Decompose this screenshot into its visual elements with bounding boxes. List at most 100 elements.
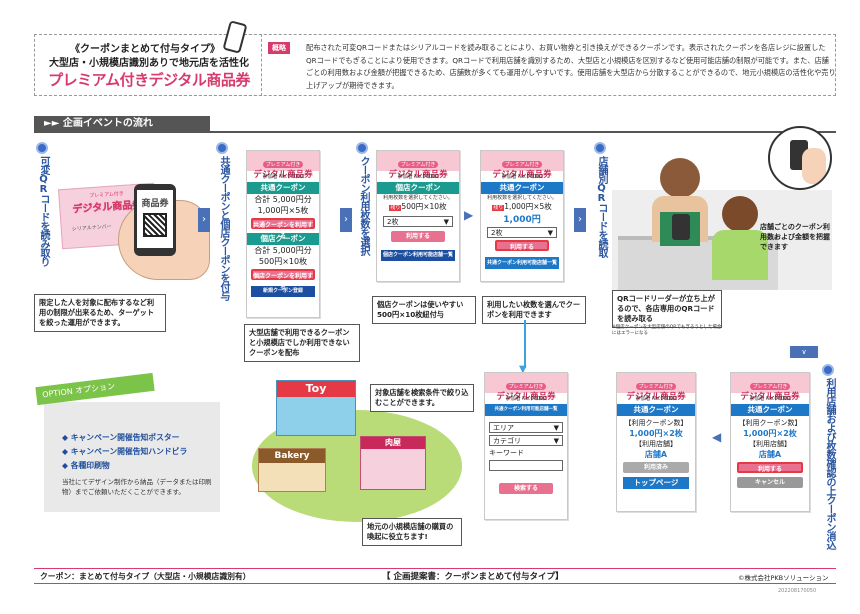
- quantity-value: 2枚: [387, 218, 399, 226]
- summary-text: 配布された可変QRコードまたはシリアルコードを読み取ることにより、お買い物券と引…: [306, 43, 836, 90]
- phone-screen-store-search: プレミアム付き デジタル商品券 参加者 No.00000 共通クーポン利用可能店…: [484, 372, 568, 520]
- note-local-support: 地元の小規模店舗の購買の喚起に役立ちます!: [362, 518, 462, 546]
- top-page-button[interactable]: トップページ: [623, 477, 689, 489]
- coupon-count-label: 【利用クーポン数】: [624, 419, 688, 427]
- shop-name: 店舗A: [644, 450, 668, 459]
- step-dot-5: [822, 364, 834, 376]
- option-item-label: キャンペーン開催告知ポスター: [70, 433, 180, 442]
- option-item-label: 各種印刷物: [70, 461, 110, 470]
- use-button[interactable]: 利用する: [495, 240, 549, 251]
- note-qr-reader: QRコードリーダーが立ち上がるので、各店専用のQRコードを読み取る: [612, 290, 722, 328]
- area-label: エリア: [493, 424, 514, 432]
- remaining-badge: 残り: [492, 205, 505, 211]
- customer-head: [722, 196, 758, 232]
- flow-arrow-5: ∨: [790, 346, 818, 358]
- search-header: 共通クーポン利用可能店舗一覧: [485, 404, 567, 416]
- quantity-select[interactable]: 2枚▼: [487, 227, 557, 238]
- header-subtitle-1: 《クーポンまとめて付与タイプ》: [70, 44, 220, 55]
- card-header: プレミアム付き デジタル商品券: [617, 373, 695, 402]
- flow-arrow-3: ▶: [464, 208, 474, 222]
- card-header: プレミアム付き デジタル商品券: [377, 151, 459, 180]
- footer-bar: [34, 568, 836, 584]
- summary-badge: 概略: [268, 42, 290, 54]
- header-frame: [34, 34, 836, 96]
- title-box: [34, 34, 262, 96]
- card-header: プレミアム付き デジタル商品券: [247, 151, 319, 180]
- new-coupon-register-button[interactable]: 新規クーポン登録: [251, 286, 315, 297]
- option-item: ◆ キャンペーン開催告知ポスター: [62, 433, 180, 442]
- use-button[interactable]: 利用する: [391, 231, 445, 242]
- card-header: プレミアム付き デジタル商品券: [485, 373, 567, 402]
- category-label: カテゴリ: [493, 437, 521, 445]
- step-dot-2: [216, 142, 228, 154]
- step-dot-1: [36, 142, 48, 154]
- toy-shop: Toy: [276, 380, 356, 436]
- category-select[interactable]: カテゴリ ▼: [489, 435, 563, 446]
- chevron-down-icon: ▼: [443, 218, 449, 226]
- phone-screen-local-coupon: プレミアム付き デジタル商品券 参加者 No.00000 個店クーポン 利用枚数…: [376, 150, 460, 282]
- option-note: 当社にてデザイン制作から納品（データまたは印刷物）までご依頼いただくことができま…: [62, 478, 212, 496]
- flow-arrow-2: ›: [340, 208, 352, 232]
- premium-tag: プレミアム付き: [635, 383, 677, 390]
- bakery-sign: Bakery: [259, 449, 325, 463]
- use-button[interactable]: 利用する: [737, 462, 803, 473]
- common-qty: 1,000円×5枚: [257, 206, 309, 215]
- ticket-number: 参加者 No.00000: [749, 396, 791, 402]
- page-title: プレミアム付きデジタル商品券: [48, 71, 250, 89]
- flow-arrow-1: ›: [198, 208, 210, 232]
- phone-screen-common-coupon: プレミアム付き デジタル商品券 参加者 No.00000 共通クーポン 利用枚数…: [480, 150, 564, 282]
- ticket-number: 参加者 No.00000: [397, 174, 439, 180]
- note-store-types: 大型店舗で利用できるクーポンと小規模店でしか利用できないクーポンを配布: [244, 324, 360, 362]
- note-search-filter: 対象店舗を検索条件で絞り込むことができます。: [370, 384, 474, 412]
- premium-tag: プレミアム付き: [397, 161, 439, 168]
- step-label-2: 共通クーポンと個店クーポンを付与: [218, 156, 229, 300]
- chevron-down-icon: ▼: [553, 437, 559, 445]
- shop-name: 店舗A: [758, 450, 782, 459]
- note-qr-error: ※個店クーポンを大型店舗のQRでもぎろうとした場合にはエラーになる: [612, 325, 722, 336]
- coupon-count: 1,000円×2枚: [629, 429, 683, 438]
- remaining-row: 残り500円×10枚: [377, 201, 459, 212]
- option-tag: OPTION オプション: [35, 372, 155, 406]
- remaining-row: 残り1,000円×5枚: [481, 201, 563, 212]
- search-button[interactable]: 検索する: [499, 483, 553, 494]
- common-coupon-header: 共通クーポン: [481, 182, 563, 194]
- smartphone: 商品券: [134, 184, 176, 256]
- card-title: デジタル商品券: [740, 392, 800, 402]
- remaining-badge: 残り: [389, 205, 402, 211]
- step-label-3: クーポン利用枚数を選択: [358, 156, 369, 255]
- toy-sign: Toy: [277, 381, 355, 397]
- use-local-coupon-button[interactable]: 個店クーポンを利用する: [251, 269, 315, 291]
- phone-screen-confirm: プレミアム付き デジタル商品券 参加者 No.00000 共通クーポン 【利用ク…: [730, 372, 810, 512]
- customer-body: [712, 230, 768, 280]
- common-coupon-header: 共通クーポン: [617, 404, 695, 416]
- meat-shop: 肉屋: [360, 436, 426, 490]
- shop-label: 【利用店舗】: [635, 440, 677, 448]
- document-id: 20220817005​0: [778, 588, 817, 594]
- card-header: プレミアム付き デジタル商品券: [731, 373, 809, 402]
- common-store-list-button[interactable]: 共通クーポン利用可能店舗一覧: [485, 257, 559, 269]
- option-item-label: キャンペーン開催告知ハンドビラ: [70, 447, 188, 456]
- coupon-count-label: 【利用クーポン数】: [738, 419, 802, 427]
- shop-label: 【利用店舗】: [749, 440, 791, 448]
- use-common-coupon-button[interactable]: 共通クーポンを利用する: [251, 218, 315, 240]
- keyword-input[interactable]: [489, 460, 563, 471]
- option-item: ◆ 各種印刷物: [62, 461, 110, 470]
- keyword-label: キーワード: [489, 449, 524, 457]
- footer-left: クーポン：まとめて付与タイプ（大型店・小規模店識別有）: [40, 572, 251, 581]
- qr-code-icon: [143, 213, 167, 237]
- quantity-select[interactable]: 2枚 ▼: [383, 216, 453, 227]
- smartphone-screen: 商品券: [137, 190, 173, 248]
- step-label-4: 店舗別QRコードを読取: [596, 156, 607, 257]
- note-local-coupon: 個店クーポンは使いやすい500円×10枚紐付与: [372, 296, 476, 324]
- step-label-1: 可変QRコードを読み取り: [38, 156, 49, 266]
- cancel-button[interactable]: キャンセル: [737, 477, 803, 488]
- footer-copyright: ©株式会社PKBソリューション: [738, 574, 829, 582]
- local-qty: 500円×10枚: [258, 257, 308, 266]
- card-title: デジタル商品券: [496, 392, 556, 402]
- local-coupon-header: 個店クーポン: [377, 182, 459, 194]
- meat-sign: 肉屋: [361, 437, 425, 449]
- area-select[interactable]: エリア▼: [489, 422, 563, 433]
- coupon-amount: 1,000円: [503, 215, 541, 225]
- local-store-list-button[interactable]: 個店クーポン利用可能店舗一覧: [381, 250, 455, 261]
- card-title: デジタル商品券: [388, 170, 448, 180]
